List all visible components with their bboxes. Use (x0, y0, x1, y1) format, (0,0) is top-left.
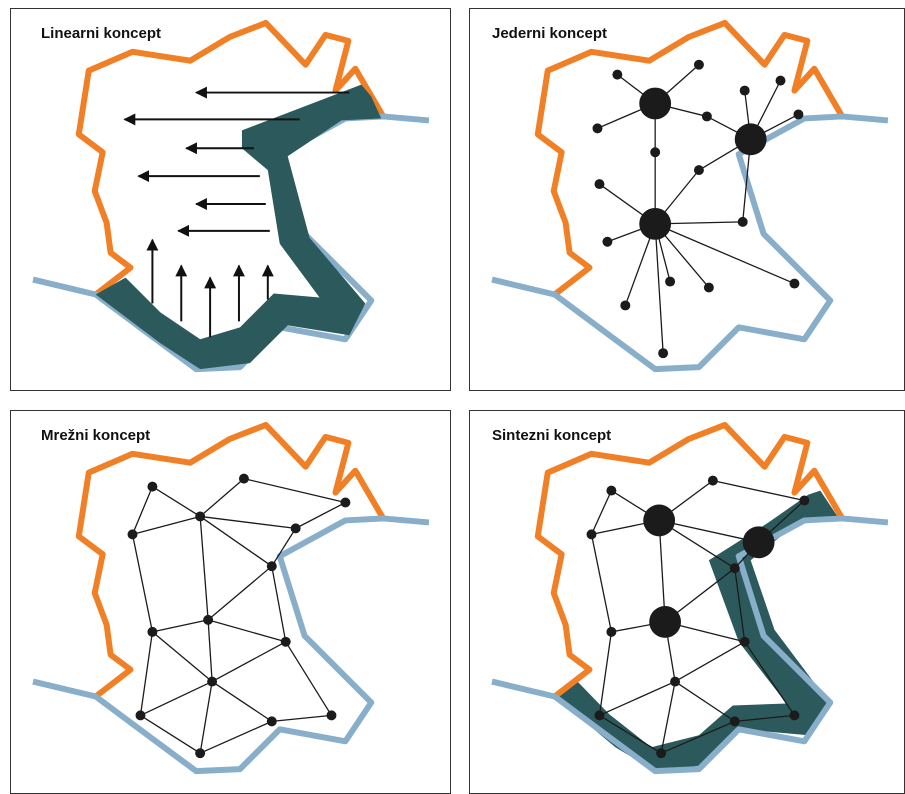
coast-line (32, 515, 430, 775)
panel-sintezni: Sintezni koncept (469, 410, 905, 794)
mrezni-diagram (32, 421, 430, 775)
panel-jederni: Jederni koncept (469, 8, 905, 391)
arrows-north (146, 238, 274, 338)
land-border (534, 19, 845, 297)
coast-line (491, 113, 889, 373)
network-nodes (586, 475, 810, 759)
arrows-west (123, 86, 350, 237)
hub-large (649, 605, 682, 638)
panel-linearni: Linearni koncept (10, 8, 451, 391)
panel-title: Linearni koncept (41, 25, 162, 42)
coast-line (491, 515, 889, 775)
hub-large (639, 87, 672, 120)
hub-links (597, 64, 799, 354)
network-links (131, 478, 346, 754)
land-border (534, 421, 845, 699)
hub-nodes (592, 59, 804, 359)
linearni-diagram (32, 19, 430, 373)
panel-title: Jederni koncept (492, 25, 608, 42)
panel-title: Sintezni koncept (492, 427, 612, 444)
sintezni-diagram (491, 421, 889, 775)
corridor (95, 84, 382, 370)
hub-large (742, 526, 775, 559)
hub-large (643, 504, 676, 537)
panel-title: Mrežni koncept (41, 427, 151, 444)
jederni-diagram (491, 19, 889, 373)
panel-mrezni: Mrežni koncept (10, 410, 451, 794)
land-border (75, 19, 386, 297)
hub-large (639, 207, 672, 240)
network-nodes (127, 473, 351, 759)
hub-large (734, 123, 767, 156)
land-border (75, 421, 386, 699)
